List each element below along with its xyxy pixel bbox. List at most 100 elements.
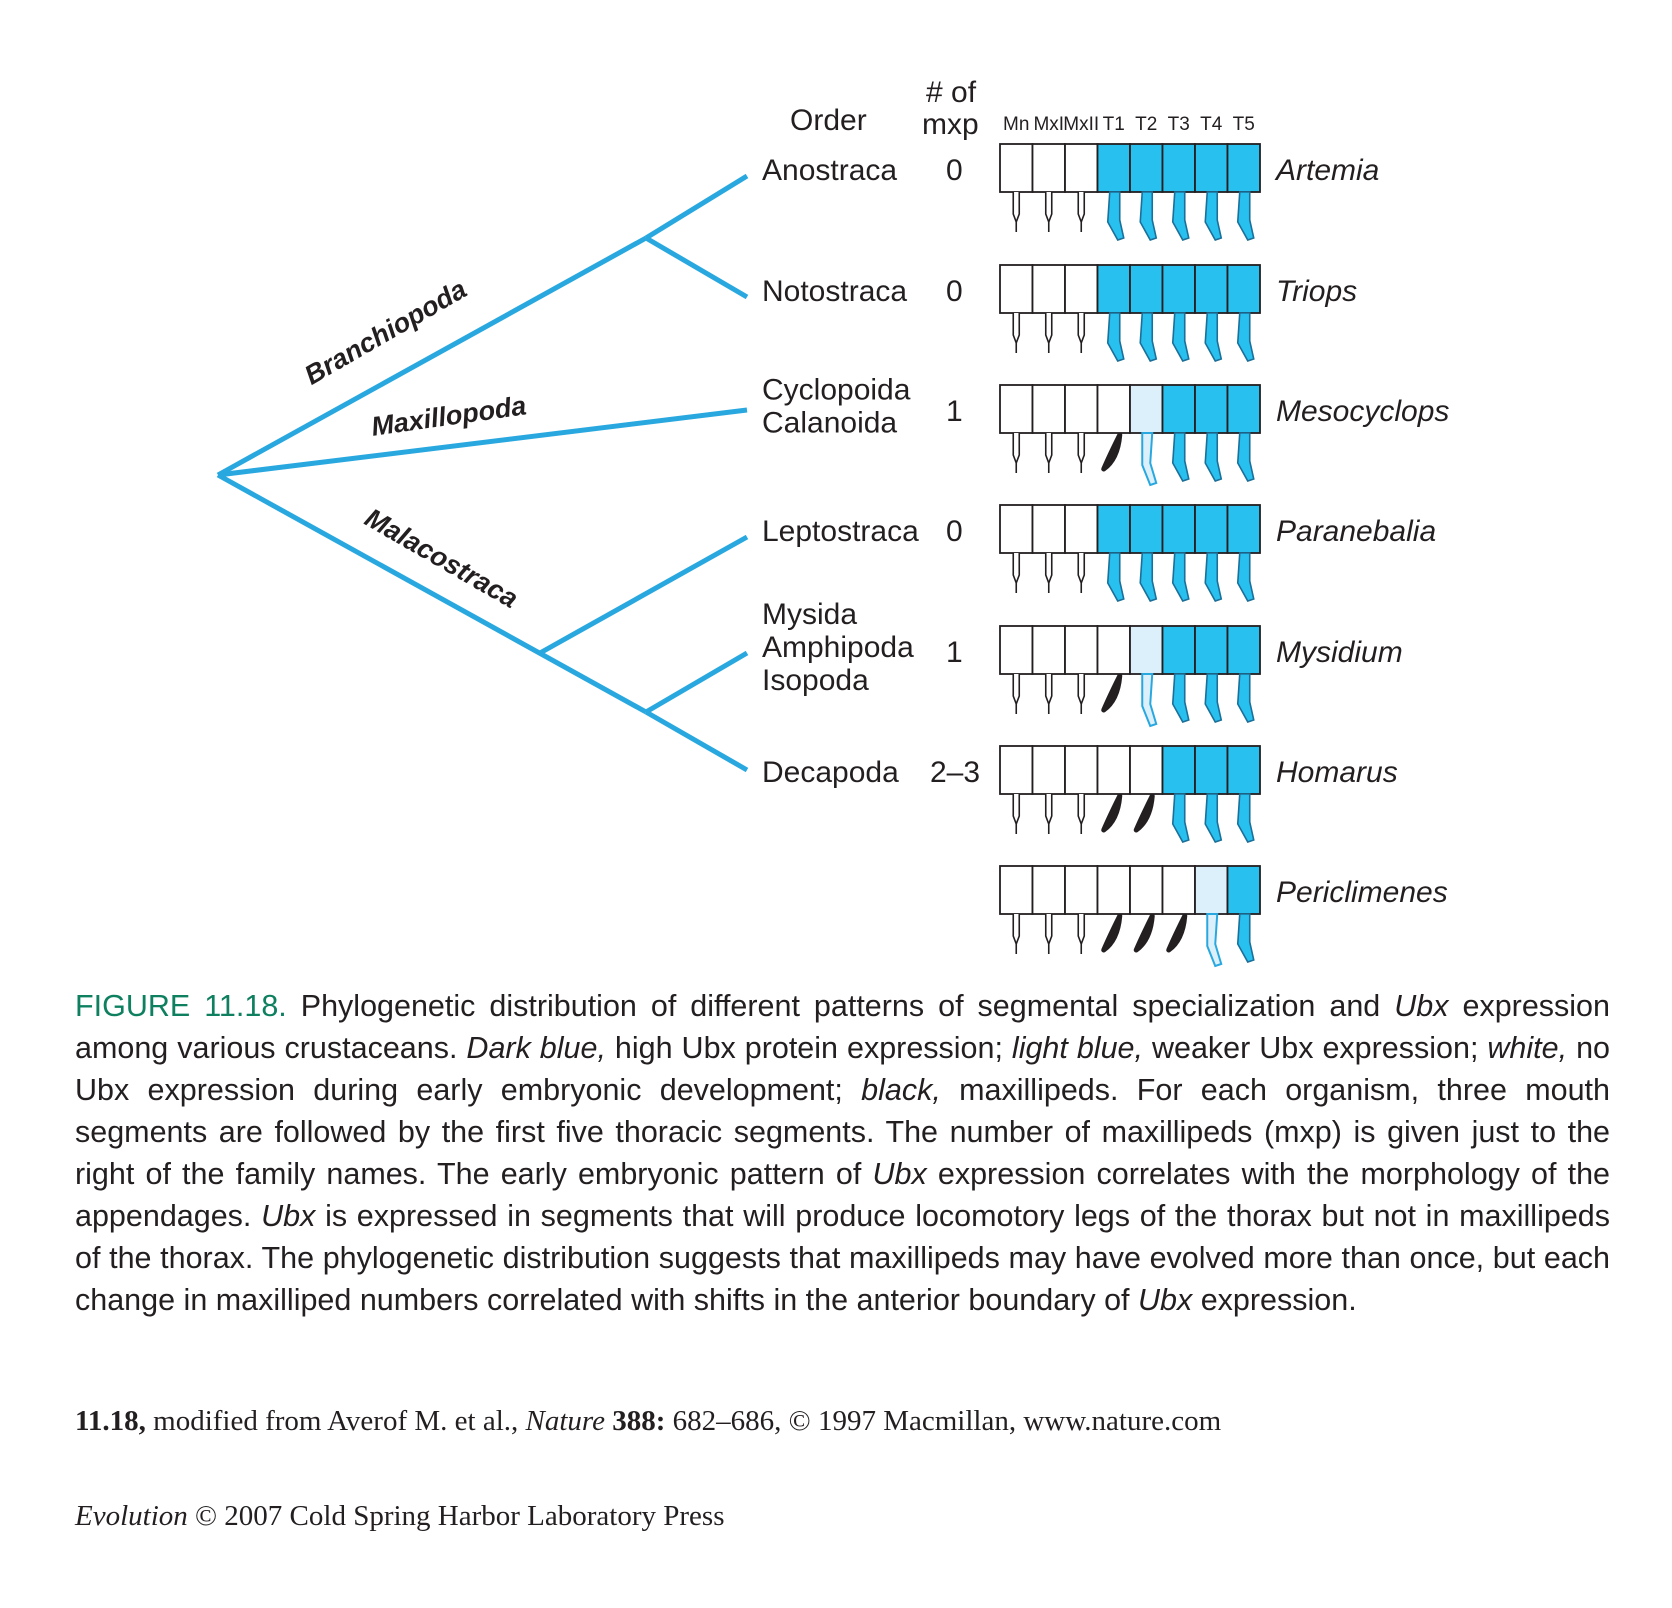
mouthpart-appendage [1044, 914, 1053, 947]
segment-cell-mxi [1031, 143, 1066, 193]
copyright-text: © 2007 Cold Spring Harbor Laboratory Pre… [187, 1500, 725, 1532]
mouthpart-appendage [1044, 192, 1053, 225]
segment-header-t3: T3 [1168, 114, 1190, 135]
weak-leg-appendage [1141, 673, 1158, 728]
species-row-homarus: Decapoda 2–3 Homarus [762, 745, 1398, 843]
maxilliped-appendage [1101, 673, 1123, 713]
caption-text: maxillipeds. For each organism, three mo… [75, 1073, 1610, 1191]
credit-figure-number: 11.18, [75, 1405, 146, 1437]
mouthpart-appendage [1012, 433, 1021, 466]
species-row-periclimenes: Periclimenes [999, 865, 1448, 968]
segment-cell-t5 [1226, 143, 1261, 193]
caption-gene: Ubx [261, 1199, 316, 1233]
segment-cell-t4 [1194, 384, 1229, 434]
segment-cell-t3 [1161, 384, 1196, 434]
order-name: Leptostraca [762, 515, 919, 548]
segment-header-mxi: MxI [1033, 114, 1064, 135]
mouthpart-appendage [1012, 914, 1021, 947]
order-name: Anostraca [762, 154, 897, 187]
segment-cell-t3 [1161, 865, 1196, 915]
segment-cell-t2 [1129, 143, 1164, 193]
caption-legend-light-blue: light blue, [1011, 1031, 1143, 1065]
organism-name: Homarus [1276, 756, 1398, 789]
order-name: Mysida [762, 598, 857, 631]
order-name: Isopoda [762, 664, 869, 697]
leg-appendage [1171, 552, 1190, 602]
book-copyright: Evolution © 2007 Cold Spring Harbor Labo… [75, 1500, 724, 1533]
segment-cell-mxi [1031, 625, 1066, 675]
mouthpart-appendage [1077, 192, 1086, 225]
organism-name: Periclimenes [1276, 876, 1448, 909]
caption-text: expression among various crustaceans. [75, 989, 1610, 1065]
figure-caption: FIGURE 11.18. Phylogenetic distribution … [75, 985, 1610, 1321]
leg-appendage [1106, 191, 1125, 241]
mxp-count: 2–3 [930, 756, 980, 789]
caption-legend-dark-blue: Dark blue, [466, 1031, 606, 1065]
weak-leg-appendage [1141, 432, 1158, 487]
segment-cell-t2 [1129, 384, 1164, 434]
segment-cell-t1 [1096, 865, 1131, 915]
segment-cell-t2 [1129, 504, 1164, 554]
mouthpart-appendage [1044, 433, 1053, 466]
mouthpart-appendage [1044, 313, 1053, 346]
leg-appendage [1204, 793, 1223, 843]
leg-appendage [1106, 552, 1125, 602]
branch-peracarida-decapoda [644, 650, 749, 715]
leg-appendage [1171, 191, 1190, 241]
leg-appendage [1204, 552, 1223, 602]
order-name: Calanoida [762, 407, 897, 440]
mxp-header-line2: mxp [922, 108, 979, 141]
mouthpart-appendage [1012, 553, 1021, 586]
maxilliped-appendage [1101, 793, 1123, 833]
leg-appendage [1236, 312, 1255, 362]
segment-cell-mxii [1064, 504, 1099, 554]
maxilliped-appendage [1166, 913, 1188, 953]
mxp-count: 1 [946, 636, 963, 669]
caption-legend-white: white, [1487, 1031, 1568, 1065]
clade-label-maxillopoda: Maxillopoda [369, 390, 528, 441]
segment-cell-mn [999, 384, 1034, 434]
segment-cell-mxi [1031, 504, 1066, 554]
leg-appendage [1204, 432, 1223, 482]
segment-cell-mxii [1064, 384, 1099, 434]
caption-text: weaker Ubx expression; [1142, 1031, 1488, 1065]
mouthpart-appendage [1044, 553, 1053, 586]
weak-leg-appendage [1206, 913, 1223, 968]
segment-header-t2: T2 [1135, 114, 1157, 135]
mouthpart-appendage [1077, 914, 1086, 947]
caption-gene: Ubx [872, 1157, 927, 1191]
phylogeny-diagram: Branchiopoda Maxillopoda Malacostraca Or… [216, 76, 1449, 968]
order-name: Decapoda [762, 756, 899, 789]
segment-cell-t1 [1096, 745, 1131, 795]
mouthpart-appendage [1077, 794, 1086, 827]
segment-cell-t1 [1096, 384, 1131, 434]
segment-cell-t4 [1194, 504, 1229, 554]
segment-header-t5: T5 [1233, 114, 1255, 135]
segment-cell-mxii [1064, 625, 1099, 675]
segment-cell-t5 [1226, 504, 1261, 554]
segment-cell-t3 [1161, 264, 1196, 314]
segment-cell-mn [999, 264, 1034, 314]
mxp-count: 0 [946, 515, 963, 548]
order-name: Cyclopoida [762, 374, 911, 407]
branch-anostraca [644, 173, 749, 241]
phylogenetic-tree [216, 173, 749, 773]
leg-appendage [1236, 191, 1255, 241]
mxp-count: 0 [946, 275, 963, 308]
clade-label-branchiopoda: Branchiopoda [299, 274, 471, 391]
segment-cell-mn [999, 865, 1034, 915]
segment-cell-t2 [1129, 745, 1164, 795]
credit-text: 682–686, © 1997 Macmillan, www.nature.co… [665, 1405, 1222, 1437]
mouthpart-appendage [1012, 192, 1021, 225]
leg-appendage [1139, 552, 1158, 602]
segment-cell-t5 [1226, 264, 1261, 314]
segment-cell-t5 [1226, 625, 1261, 675]
caption-text: is expressed in segments that will produ… [75, 1199, 1610, 1317]
mouthpart-appendage [1077, 433, 1086, 466]
segment-cell-t5 [1226, 865, 1261, 915]
caption-text: no Ubx expression during early embryonic… [75, 1031, 1610, 1107]
caption-text: expression. [1192, 1283, 1357, 1317]
organism-name: Artemia [1274, 154, 1379, 187]
